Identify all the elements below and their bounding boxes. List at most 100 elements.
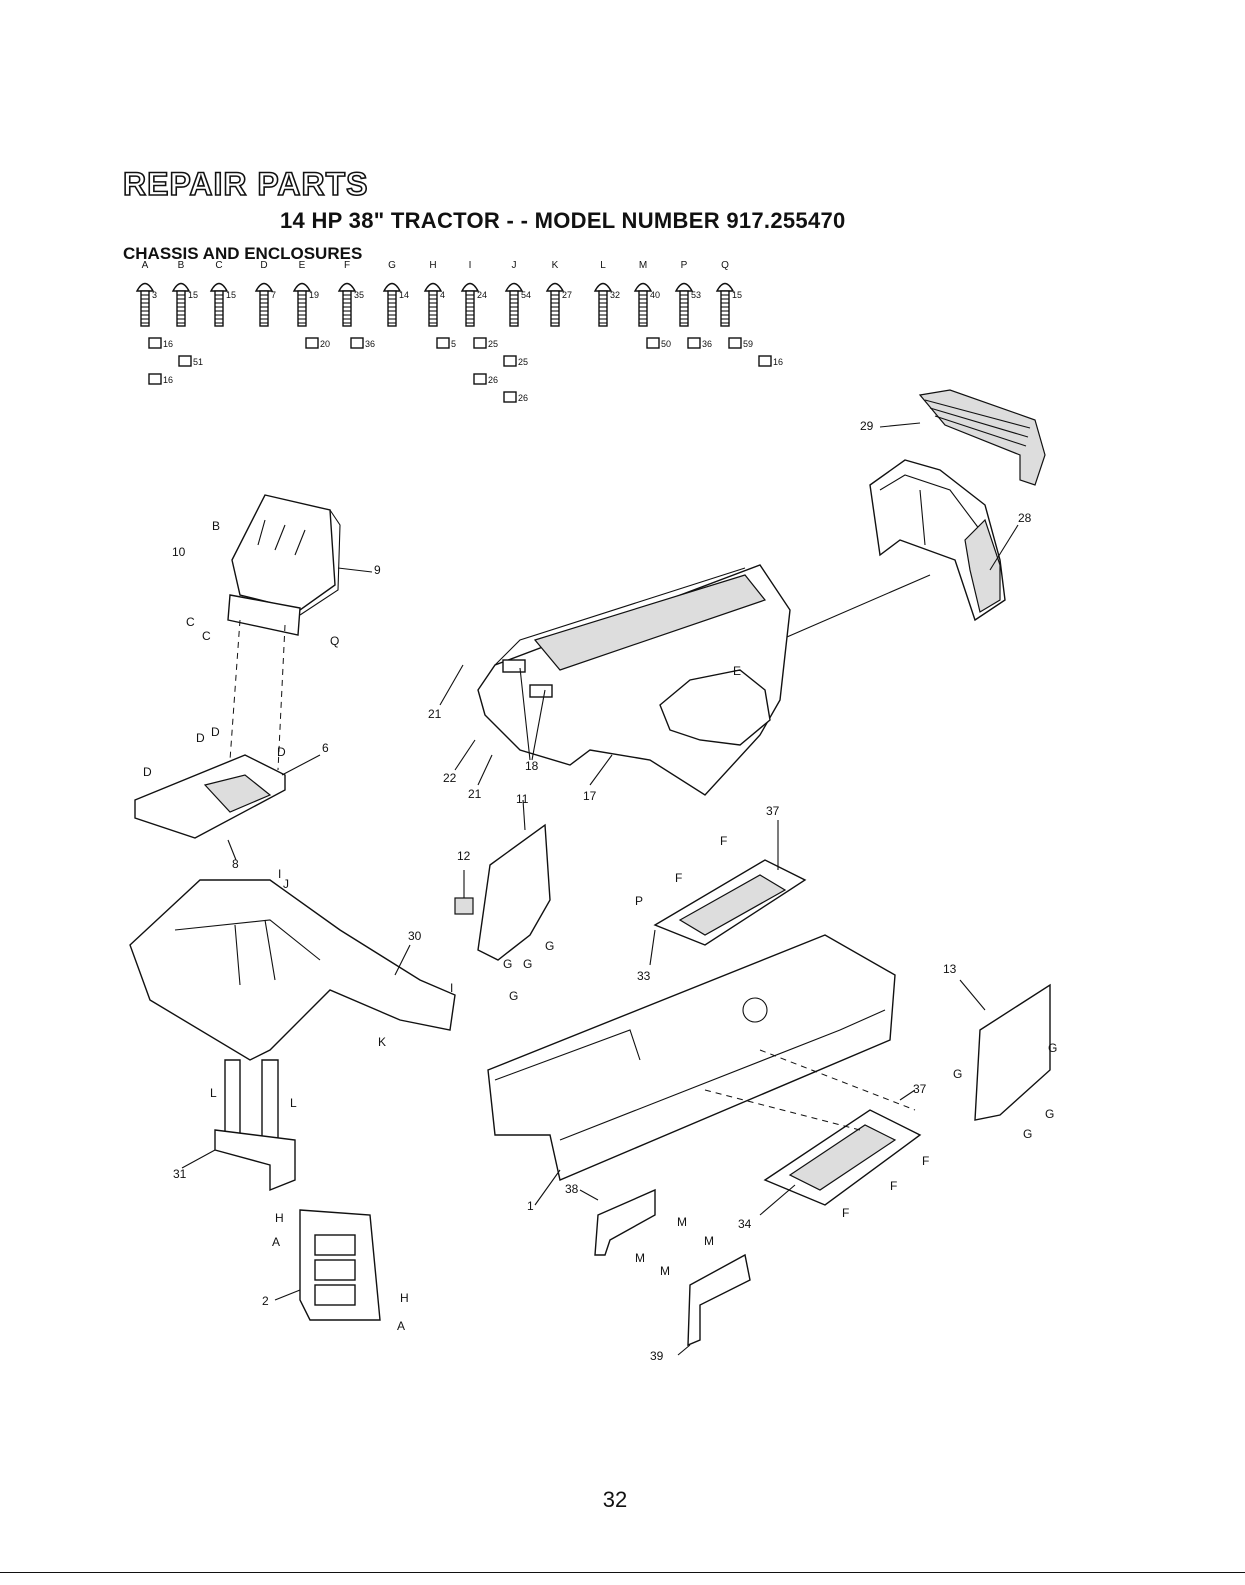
hardware-letter: M	[639, 260, 647, 271]
nut-icon	[350, 337, 364, 349]
nut-part-number: 59	[743, 339, 753, 349]
callout-30: 30	[408, 929, 422, 943]
callout-37: 37	[913, 1082, 927, 1096]
hardware-C: C15	[209, 260, 236, 327]
part-39-bracket	[687, 1253, 751, 1347]
bolt-head-icon	[674, 282, 694, 292]
nut-part-number: 5	[451, 339, 456, 349]
bolt-head-icon	[593, 282, 613, 292]
nut-icon	[646, 337, 660, 349]
nut-part-number: 26	[518, 393, 528, 403]
part-33-footrest-left	[653, 859, 807, 946]
part-17-hood	[477, 564, 791, 796]
part-34-footrest-right	[763, 1109, 922, 1206]
letter-tag-M: M	[635, 1251, 645, 1265]
hardware-J: J 54	[504, 260, 531, 327]
page-subtitle: 14 HP 38" TRACTOR - - MODEL NUMBER 917.2…	[280, 208, 846, 233]
letter-tag-D: D	[277, 745, 286, 759]
callout-11: 11	[516, 792, 529, 806]
hardware-letter: J	[512, 260, 517, 271]
bolt-part-number: 3	[152, 290, 157, 300]
letter-tag-M: M	[704, 1234, 714, 1248]
letter-tag-G: G	[953, 1067, 962, 1081]
letter-tag-I: I	[450, 981, 453, 995]
letter-tag-P: P	[635, 894, 643, 908]
hardware-letter: I	[469, 260, 472, 271]
bolt-shank-icon	[638, 290, 648, 327]
letter-tag-H: H	[400, 1291, 409, 1305]
callout-37: 37	[766, 804, 780, 818]
bolt-part-number: 32	[610, 290, 620, 300]
bolt-head-icon	[254, 282, 274, 292]
part-31-support	[214, 1129, 296, 1192]
bolt-head-icon	[382, 282, 402, 292]
callout-34: 34	[738, 1217, 752, 1231]
bolt-shank-icon	[214, 290, 224, 327]
bolt-shank-icon	[509, 290, 519, 327]
letter-tag-G: G	[509, 989, 518, 1003]
bolt-shank-icon	[679, 290, 689, 327]
page-title: REPAIR PARTS	[122, 165, 369, 203]
bolt-shank-icon	[342, 290, 352, 327]
bolt-head-icon	[504, 282, 524, 292]
letter-tag-D: D	[196, 731, 205, 745]
callout-21: 21	[428, 707, 442, 721]
letter-tag-G: G	[1023, 1127, 1032, 1141]
nut-icon	[148, 337, 162, 349]
bolt-part-number: 54	[521, 290, 531, 300]
callout-39: 39	[650, 1349, 664, 1363]
part-9-dash-console	[227, 494, 341, 636]
bolt-part-number: 15	[226, 290, 236, 300]
part-30-fender-pan	[129, 879, 456, 1141]
letter-tag-D: D	[211, 725, 220, 739]
nut-icon	[687, 337, 701, 349]
letter-tag-J: J	[283, 877, 289, 891]
callout-8: 8	[232, 857, 239, 871]
nut-icon	[148, 373, 162, 385]
nut-part-number: 16	[163, 375, 173, 385]
hardware-letter: E	[299, 260, 306, 271]
nut-part-number: 20	[320, 339, 330, 349]
letter-tag-G: G	[1048, 1041, 1057, 1055]
letter-tag-M: M	[660, 1264, 670, 1278]
nut-icon	[503, 355, 517, 367]
leader-lines	[181, 422, 1019, 1356]
nut-part-number: 16	[163, 339, 173, 349]
letter-tag-A: A	[397, 1319, 405, 1333]
bolt-part-number: 15	[188, 290, 198, 300]
hardware-D: D7	[254, 260, 276, 327]
part-29-rear-trim	[918, 389, 1046, 486]
callout-13: 13	[943, 962, 957, 976]
nut-icon	[305, 337, 319, 349]
bolt-shank-icon	[598, 290, 608, 327]
bolt-part-number: 35	[354, 290, 364, 300]
callout-18: 18	[525, 759, 539, 773]
hardware-letter: P	[681, 260, 688, 271]
letter-tag-D: D	[143, 765, 152, 779]
letter-tag-G: G	[545, 939, 554, 953]
bolt-part-number: 14	[399, 290, 409, 300]
letter-tag-E: E	[733, 664, 741, 678]
nut-icon	[758, 355, 772, 367]
hardware-H: H45	[423, 260, 456, 349]
letter-tag-C: C	[202, 629, 211, 643]
bolt-head-icon	[209, 282, 229, 292]
bolt-head-icon	[545, 282, 565, 292]
letter-tag-F: F	[720, 834, 727, 848]
letter-tag-H: H	[275, 1211, 284, 1225]
hardware-letter: D	[260, 260, 267, 271]
bolt-shank-icon	[387, 290, 397, 327]
hardware-letter: B	[178, 260, 185, 271]
letter-tag-M: M	[677, 1215, 687, 1229]
bolt-shank-icon	[720, 290, 730, 327]
nut-icon	[728, 337, 742, 349]
callout-38: 38	[565, 1182, 579, 1196]
hardware-letter: K	[552, 260, 559, 271]
hardware-G: G14	[382, 260, 409, 327]
callout-10: 10	[172, 545, 186, 559]
part-1-main-frame	[487, 934, 896, 1181]
bolt-part-number: 40	[650, 290, 660, 300]
